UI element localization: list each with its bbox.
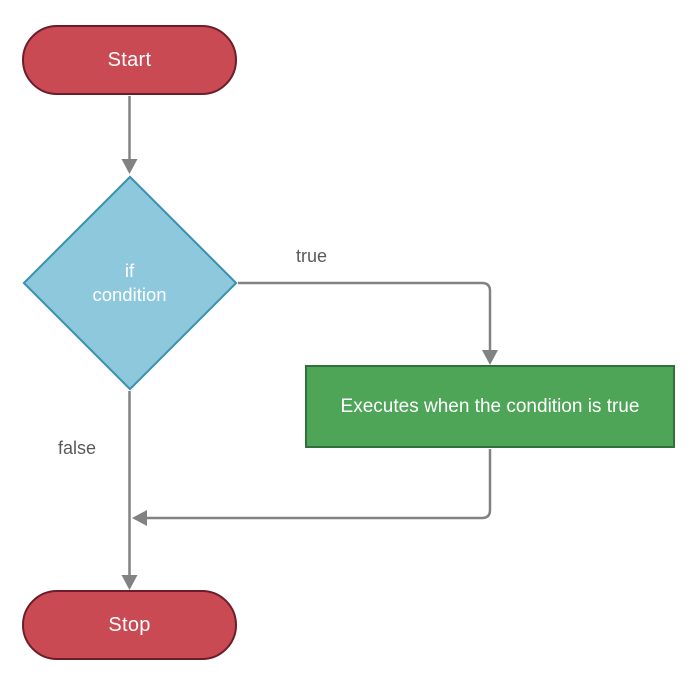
condition-node-label: if condition <box>22 175 237 390</box>
true-branch-label: true <box>296 246 328 266</box>
start-node: Start <box>22 25 237 95</box>
stop-node-label: Stop <box>108 613 151 636</box>
edge-condition-to-process <box>238 281 492 351</box>
false-branch-label: false <box>58 438 97 458</box>
start-node-label: Start <box>107 48 152 71</box>
stop-node: Stop <box>22 590 237 660</box>
process-node-label: Executes when the condition is true <box>340 395 640 417</box>
arrowhead-down-icon <box>121 575 138 590</box>
arrowhead-left-icon <box>132 510 147 526</box>
arrowhead-down-icon <box>482 350 498 365</box>
process-node: Executes when the condition is true <box>305 365 675 448</box>
condition-label-line2: condition <box>92 283 167 305</box>
edge-process-to-join <box>146 449 492 520</box>
condition-label-line1: if <box>124 260 135 282</box>
arrowhead-down-icon <box>121 159 138 174</box>
condition-node: if condition <box>22 175 237 390</box>
